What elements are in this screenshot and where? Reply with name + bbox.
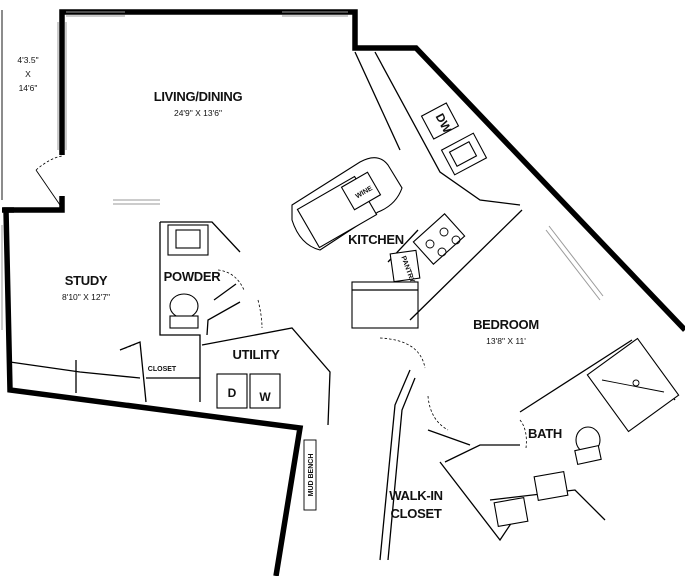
balcony-width: 4'3.5" — [17, 55, 38, 65]
powder-label: POWDER — [164, 269, 222, 284]
closet-label: CLOSET — [148, 366, 177, 373]
study-dim: 8'10" X 12'7" — [62, 292, 110, 302]
balcony-height: 14'6" — [19, 83, 38, 93]
fixtures — [167, 102, 680, 528]
balcony-x: X — [25, 69, 31, 79]
utility-label: UTILITY — [232, 347, 280, 362]
balcony-dimension: 4'3.5" X 14'6" — [17, 55, 38, 93]
kitchen-label: KITCHEN — [348, 232, 404, 247]
room-labels: LIVING/DINING 24'9" X 13'6" STUDY 8'10" … — [62, 89, 562, 521]
bedroom-label: BEDROOM — [473, 317, 539, 332]
walk-in-closet-label-2: CLOSET — [391, 506, 442, 521]
washer-label: W — [259, 390, 271, 404]
bedroom-dim: 13'8" X 11' — [486, 336, 526, 346]
kitchen-island — [291, 157, 403, 251]
dryer-label: D — [228, 386, 237, 400]
study-label: STUDY — [65, 273, 108, 288]
living-dining-dim: 24'9" X 13'6" — [174, 108, 222, 118]
bath-label: BATH — [528, 426, 562, 441]
mud-bench-label: MUD BENCH — [308, 454, 315, 497]
walk-in-closet-label-1: WALK-IN — [389, 488, 443, 503]
windows — [1, 11, 604, 330]
exterior-walls — [2, 9, 685, 576]
interior-walls — [9, 51, 676, 561]
living-dining-label: LIVING/DINING — [154, 89, 243, 104]
